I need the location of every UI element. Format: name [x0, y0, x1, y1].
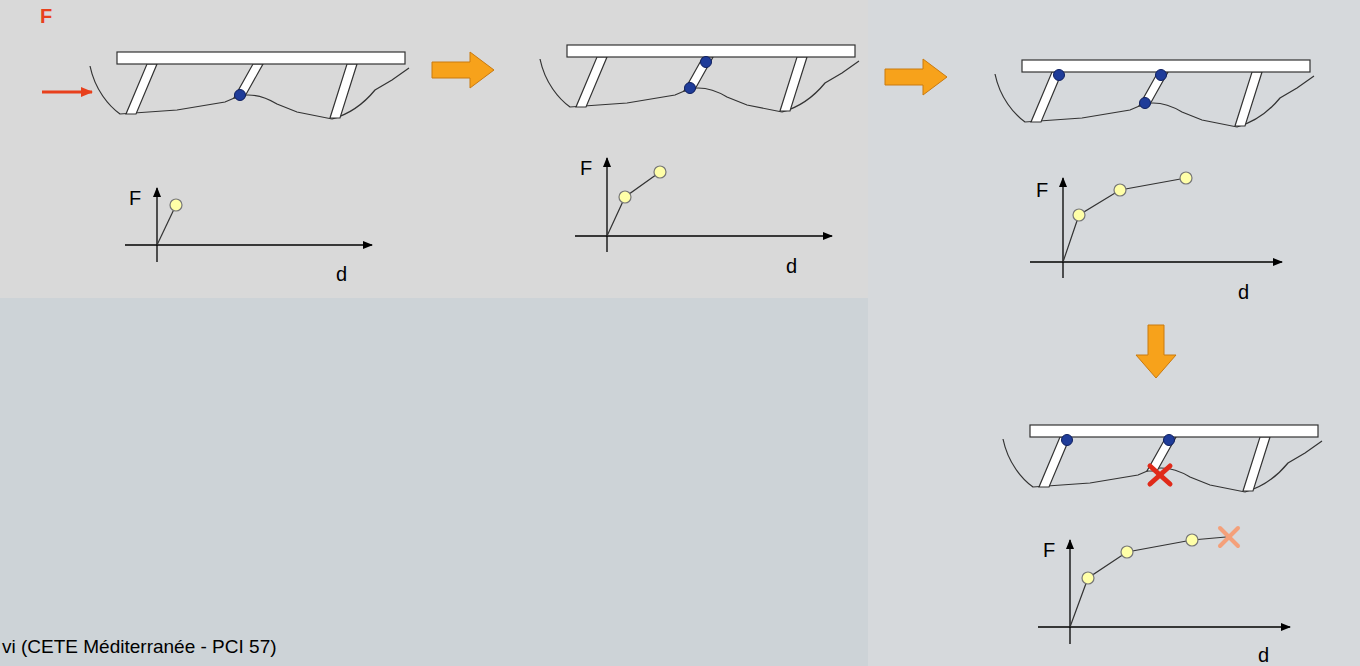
- axis-label: F: [1036, 180, 1048, 200]
- axis-label: F: [1043, 540, 1055, 560]
- force-label: F: [40, 6, 52, 26]
- credit-caption: vi (CETE Méditerranée - PCI 57): [2, 637, 277, 656]
- axis-label: d: [336, 264, 347, 284]
- axis-label: d: [1258, 645, 1269, 665]
- axis-label: F: [580, 158, 592, 178]
- axis-label: d: [1238, 282, 1249, 302]
- axis-label: d: [786, 256, 797, 276]
- axis-label: F: [129, 188, 141, 208]
